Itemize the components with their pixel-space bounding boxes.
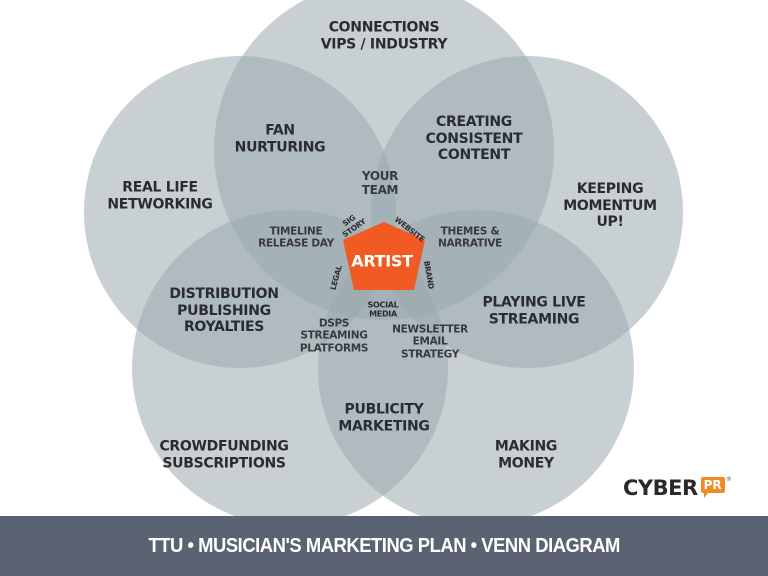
label-publicity: PUBLICITY MARKETING [338,401,430,434]
label-dsps: DSPS STREAMING PLATFORMS [299,317,369,355]
label-creating-content: CREATING CONSISTENT CONTENT [425,114,523,164]
cyber-pr-logo: CYBER PR ® [623,476,732,500]
label-distribution: DISTRIBUTION PUBLISHING ROYALTIES [169,286,279,336]
label-connections: CONNECTIONS VIPS / INDUSTRY [320,19,448,52]
label-playing-live: PLAYING LIVE STREAMING [482,294,586,327]
label-themes: THEMES & NARRATIVE [437,225,503,250]
label-fan-nurturing: FAN NURTURING [234,122,326,155]
label-timeline: TIMELINE RELEASE DAY [258,225,334,250]
label-newsletter: NEWSLETTER EMAIL STRATEGY [392,323,468,361]
label-real-life-networking: REAL LIFE NETWORKING [107,179,213,212]
label-crowdfunding: CROWDFUNDING SUBSCRIPTIONS [159,438,289,471]
logo-text: CYBER [623,476,698,500]
label-your-team: YOUR TEAM [361,168,399,197]
logo-badge: PR [700,477,725,498]
footer-title: TTU • MUSICIAN'S MARKETING PLAN • VENN D… [148,534,620,557]
registered-mark: ® [725,476,732,483]
label-artist: ARTIST [351,251,413,271]
footer-banner: TTU • MUSICIAN'S MARKETING PLAN • VENN D… [0,516,768,576]
label-keeping-momentum: KEEPING MOMENTUM UP! [563,181,657,231]
label-making-money: MAKING MONEY [494,438,558,471]
label-social-media: SOCIAL MEDIA [367,300,399,319]
artist-pentagon [343,222,425,290]
